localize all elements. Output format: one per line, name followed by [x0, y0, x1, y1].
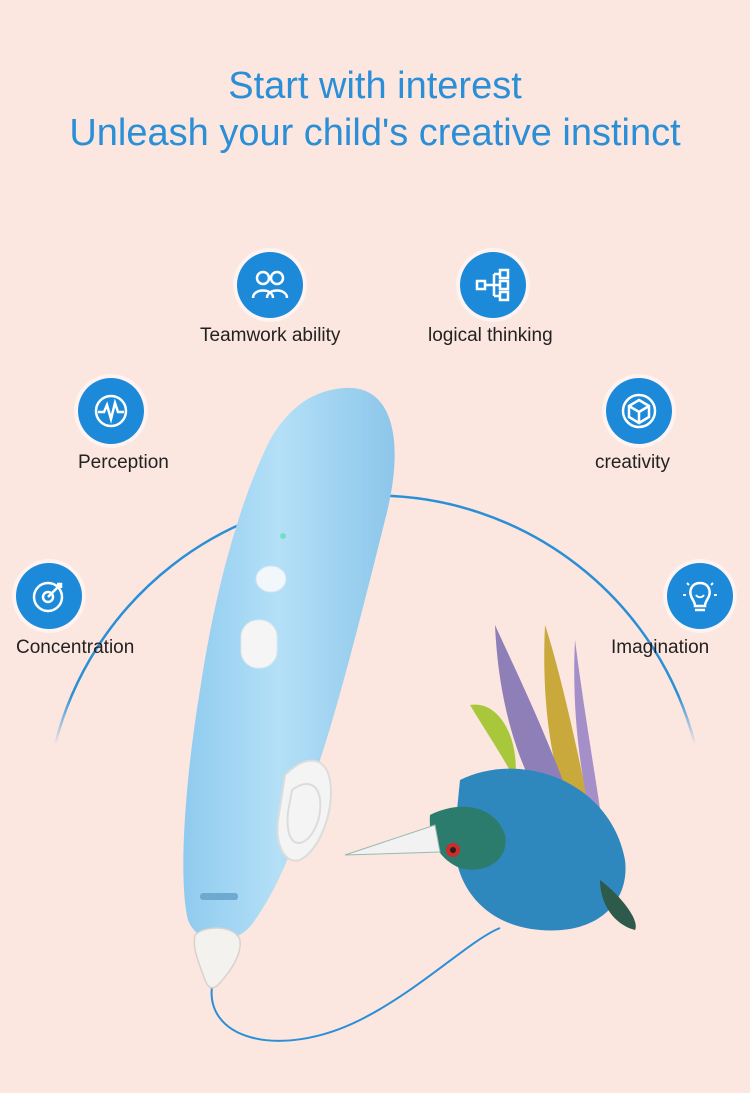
teamwork-badge — [237, 252, 303, 318]
hierarchy-icon — [475, 268, 510, 302]
logical-badge — [460, 252, 526, 318]
pen-slider-button — [240, 619, 278, 669]
creativity-badge — [606, 378, 672, 444]
skill-label-logical: logical thinking — [428, 325, 553, 346]
concentration-badge — [16, 563, 82, 629]
3d-printed-bird — [344, 625, 636, 931]
cube-icon — [621, 393, 657, 429]
target-icon — [32, 581, 64, 613]
imagination-badge — [667, 563, 733, 629]
skill-label-teamwork: Teamwork ability — [200, 325, 341, 346]
skill-label-concentration: Concentration — [16, 637, 135, 658]
pulse-icon — [94, 394, 128, 428]
people-icon — [251, 270, 289, 299]
perception-badge — [78, 378, 144, 444]
headline-line-1: Start with interest — [228, 65, 522, 107]
pen-top-button — [255, 565, 287, 593]
skill-label-imagination: Imagination — [611, 637, 710, 658]
filament-line — [210, 927, 501, 1042]
headline-line-2: Unleash your child's creative instinct — [69, 112, 681, 154]
3d-pen — [183, 387, 395, 989]
skill-label-creativity: creativity — [595, 452, 670, 473]
skill-label-perception: Perception — [78, 452, 169, 473]
lightbulb-icon — [683, 581, 717, 612]
